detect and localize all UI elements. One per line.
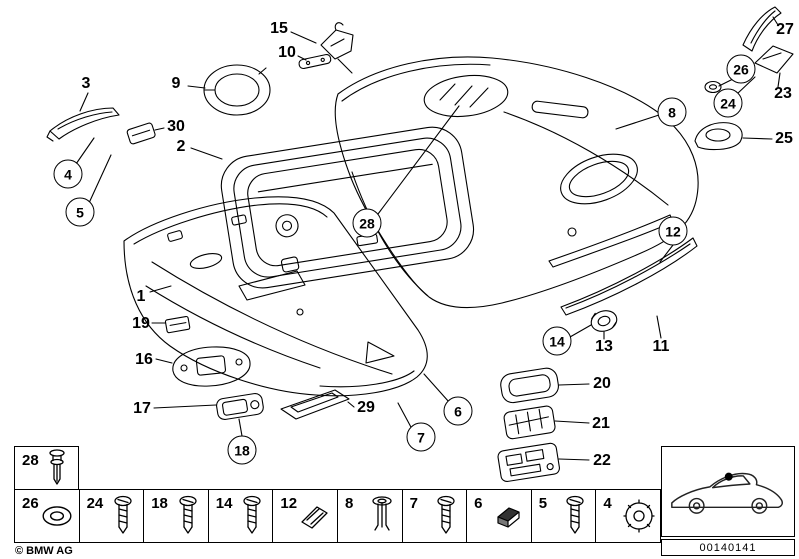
legend-part-number-26: 26: [22, 495, 39, 512]
copyright-notice: © BMW AG: [15, 545, 73, 557]
callout-11[interactable]: 11: [652, 338, 670, 355]
clip-part-19: [164, 315, 191, 334]
car-side-silhouette-icon: [666, 459, 790, 525]
legend-item-4[interactable]: 4: [595, 489, 661, 543]
callout-15[interactable]: 15: [270, 20, 288, 37]
foam-pad-icon: [492, 496, 526, 536]
clip-part-13: [590, 310, 618, 332]
grommet-icon: [40, 501, 74, 531]
module-part-22: [497, 442, 560, 483]
screw-icon: [108, 494, 138, 538]
callout-29[interactable]: 29: [357, 399, 375, 416]
clip-plate-icon: [298, 494, 332, 538]
callout-4[interactable]: 4: [53, 159, 83, 189]
legend-item-26[interactable]: 26: [14, 489, 80, 543]
grommet-part-26: [704, 80, 722, 94]
headliner-panel: [123, 196, 428, 397]
callout-30[interactable]: 30: [167, 118, 185, 135]
callout-12[interactable]: 12: [658, 216, 688, 246]
callout-18[interactable]: 18: [227, 435, 257, 465]
callout-1[interactable]: 1: [136, 288, 146, 305]
frame-part-20: [500, 367, 559, 404]
image-number-plate: 00140141: [661, 539, 795, 556]
callout-25[interactable]: 25: [775, 130, 793, 147]
callout-14[interactable]: 14: [542, 326, 572, 356]
strip-part-10: [298, 53, 332, 70]
gasket-ring: [203, 64, 271, 116]
legend-part-number-4: 4: [603, 495, 612, 512]
legend-item-7[interactable]: 7: [401, 489, 468, 543]
legend-part-number-12: 12: [280, 495, 298, 512]
clip-part-30: [126, 122, 156, 145]
legend-item-28[interactable]: 28: [14, 446, 79, 490]
callout-26[interactable]: 26: [726, 54, 756, 84]
bracket-part-15: [320, 22, 354, 60]
legend-part-number-14: 14: [215, 495, 233, 512]
fastener-legend-row: 26 24 18 14 12 8 7 6: [14, 489, 661, 543]
windscreen-trim-strip: [46, 107, 120, 142]
callout-28[interactable]: 28: [352, 208, 382, 238]
legend-item-5[interactable]: 5: [530, 489, 597, 543]
serrated-washer-icon: [623, 494, 655, 538]
callout-8[interactable]: 8: [657, 97, 687, 127]
cover-part-25: [694, 122, 743, 151]
bracket-part-23: [754, 45, 794, 74]
leader-lines: [75, 16, 781, 461]
screw-icon: [173, 494, 203, 538]
screw-icon: [237, 494, 267, 538]
callout-19[interactable]: 19: [132, 315, 150, 332]
callout-17[interactable]: 17: [133, 400, 151, 417]
callout-7[interactable]: 7: [406, 422, 436, 452]
plate-part-29: [280, 389, 350, 420]
expanding-rivet-icon: [41, 448, 73, 488]
callout-21[interactable]: 21: [592, 415, 610, 432]
callout-10[interactable]: 10: [278, 44, 296, 61]
callout-22[interactable]: 22: [593, 452, 611, 469]
legend-part-number-18: 18: [151, 495, 168, 512]
callout-23[interactable]: 23: [774, 85, 792, 102]
roof-panel: [334, 56, 699, 308]
legend-part-number-8: 8: [344, 495, 354, 512]
callout-2[interactable]: 2: [176, 138, 186, 155]
callout-24[interactable]: 24: [713, 88, 743, 118]
legend-item-6[interactable]: 6: [466, 489, 532, 543]
callout-6[interactable]: 6: [443, 396, 473, 426]
legend-item-12[interactable]: 12: [272, 489, 338, 543]
roof-location-dot: [724, 472, 733, 481]
legend-item-8[interactable]: 8: [336, 489, 403, 543]
vehicle-location-thumbnail: [661, 446, 795, 537]
legend-item-14[interactable]: 14: [207, 489, 274, 543]
legend-part-number-28: 28: [22, 452, 39, 469]
legend-item-18[interactable]: 18: [143, 489, 209, 543]
callout-27[interactable]: 27: [776, 21, 794, 38]
trim-part-27: [742, 6, 782, 52]
callout-9[interactable]: 9: [171, 75, 181, 92]
callout-3[interactable]: 3: [81, 75, 91, 92]
callout-13[interactable]: 13: [595, 338, 613, 355]
lamp-part-17: [216, 392, 264, 421]
expansion-rivet-icon: [367, 494, 397, 538]
callout-16[interactable]: 16: [135, 351, 153, 368]
legend-part-number-24: 24: [86, 495, 104, 512]
grille-part-21: [503, 405, 556, 440]
trim-strip-part-11: [548, 214, 698, 316]
screw-icon: [431, 494, 461, 538]
legend-part-number-7: 7: [409, 495, 418, 512]
callout-20[interactable]: 20: [593, 375, 611, 392]
sunroof-frame: [220, 126, 475, 289]
callout-5[interactable]: 5: [65, 197, 95, 227]
legend-part-number-5: 5: [538, 495, 548, 512]
legend-part-number-6: 6: [474, 495, 483, 512]
console-part-16: [172, 346, 251, 387]
screw-icon: [560, 494, 590, 538]
legend-item-24[interactable]: 24: [78, 489, 145, 543]
